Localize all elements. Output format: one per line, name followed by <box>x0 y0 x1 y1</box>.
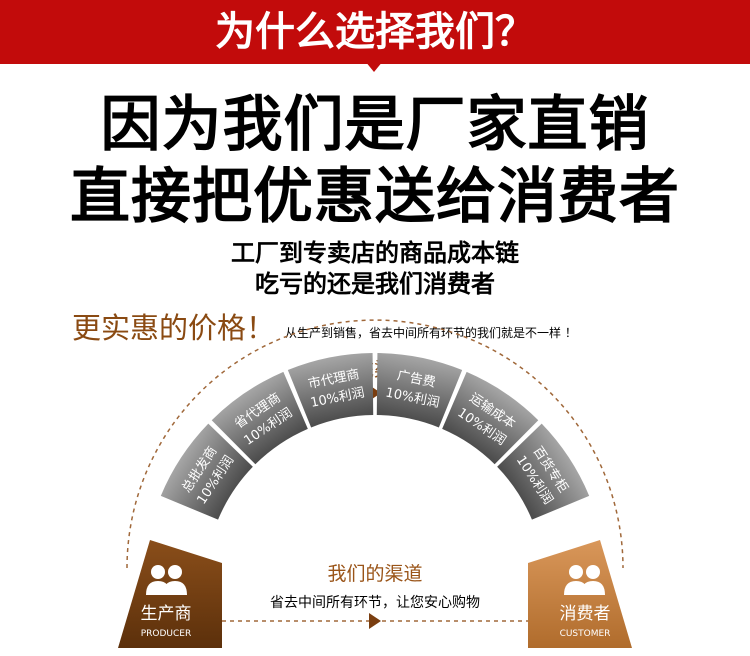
headline-line-2: 直接把优惠送给消费者 <box>70 162 680 232</box>
our-channel-note: 省去中间所有环节，让您安心购物 <box>270 594 480 611</box>
channel-segment <box>442 371 539 465</box>
producer-label-en: PRODUCER <box>141 629 192 639</box>
channel-segment <box>497 423 590 520</box>
benefit-title: 更实惠的价格！ <box>72 311 276 345</box>
people-icon <box>146 565 187 595</box>
traditional-arc <box>126 319 624 569</box>
channel-segment <box>211 371 308 465</box>
subhead-line-1: 工厂到专卖店的商品成本链 <box>231 239 519 267</box>
channel-segment <box>376 353 463 428</box>
banner-notch <box>365 61 383 72</box>
banner-title: 为什么选择我们？ <box>215 9 535 55</box>
channel-segment <box>287 353 374 428</box>
header-banner <box>0 0 750 64</box>
our-channel-arrow <box>369 613 381 629</box>
headline-line-1: 因为我们是厂家直销 <box>100 90 650 160</box>
benefit-note: 从生产到销售，省去中间所有环节的我们就是不一样 ！ <box>285 326 577 340</box>
consumer-label: 消费者 <box>560 604 611 624</box>
people-icon <box>564 565 605 595</box>
consumer-label-en: CUSTOMER <box>560 629 611 639</box>
our-channel-label: 我们的渠道 <box>327 563 422 585</box>
subhead-line-2: 吃亏的还是我们消费者 <box>255 270 495 298</box>
channel-segment <box>160 423 253 520</box>
producer-label: 生产商 <box>141 604 192 624</box>
